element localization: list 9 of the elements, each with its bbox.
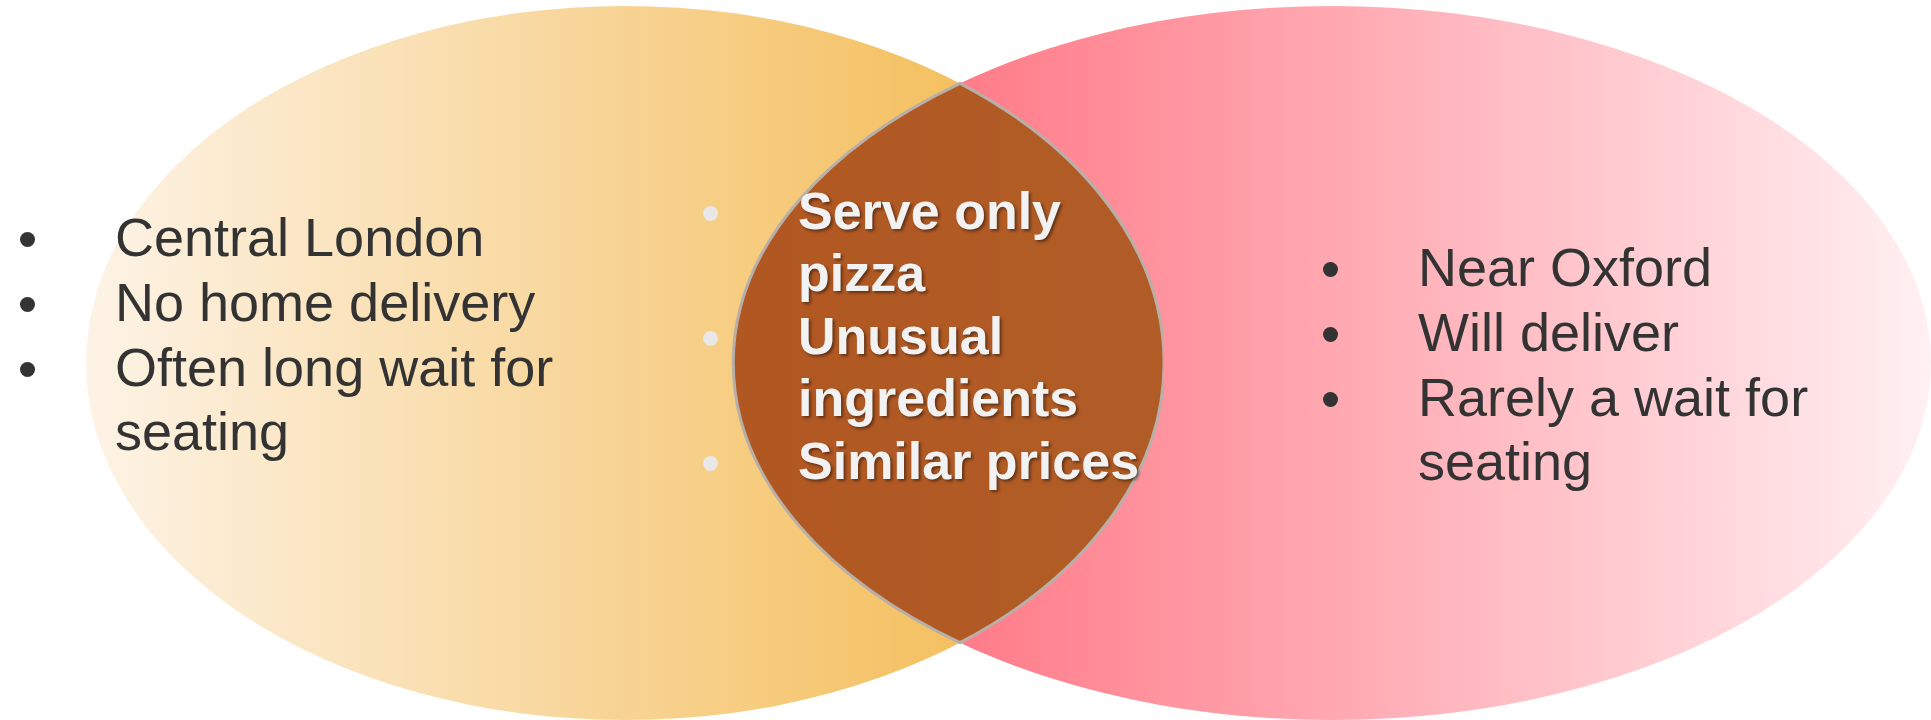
bullet-text: No home delivery xyxy=(115,270,536,334)
bullet-text: Will deliver xyxy=(1418,300,1680,364)
bullet-text: Near Oxford xyxy=(1418,236,1713,299)
bullet-text: Central London xyxy=(115,206,485,269)
bullet-text: Unusual ingredients xyxy=(798,305,1080,430)
bullet-text: Rarely a wait for seating xyxy=(1418,365,1810,494)
bullet-text: Often long wait for seating xyxy=(115,335,555,464)
bullet-text: Similar prices xyxy=(798,430,1140,492)
bullet-text: Serve only pizza xyxy=(798,181,1063,305)
